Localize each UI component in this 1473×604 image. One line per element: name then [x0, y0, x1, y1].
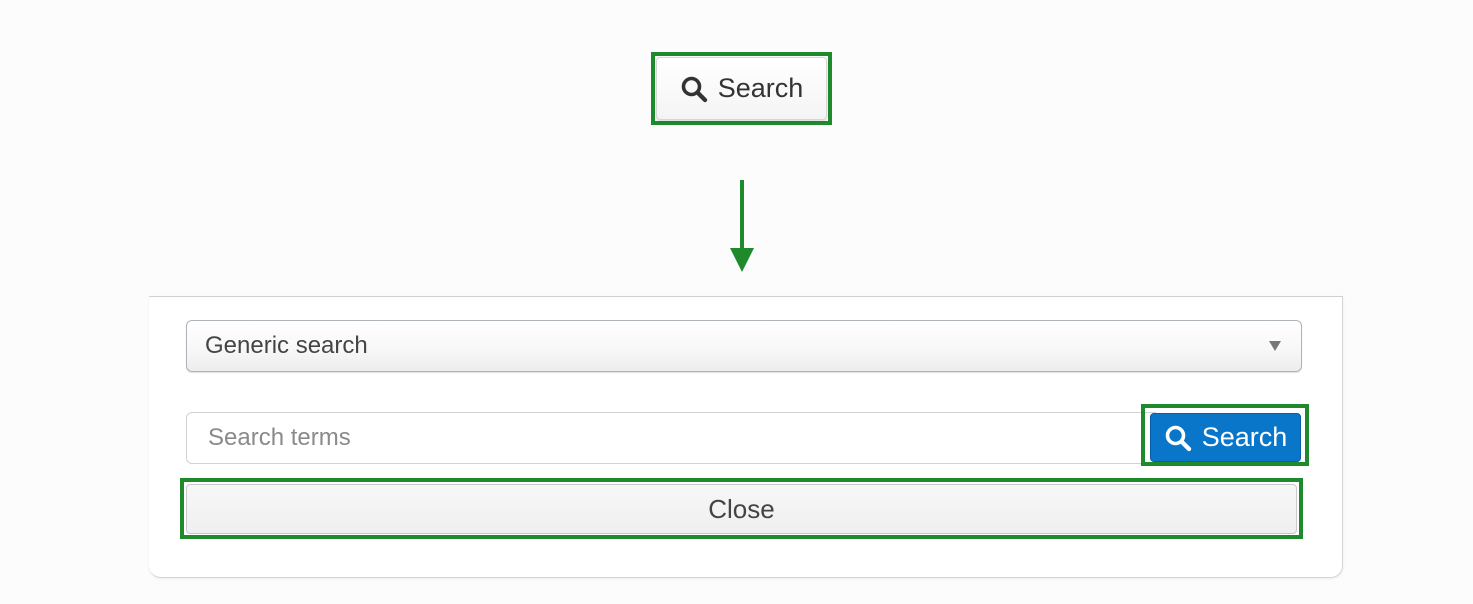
search-type-selected-value: Generic search — [205, 332, 368, 359]
search-type-select[interactable]: Generic search — [186, 320, 1302, 372]
search-submit-label: Search — [1201, 422, 1288, 452]
caret-down-icon — [1269, 341, 1281, 351]
close-button-label: Close — [708, 493, 775, 524]
search-icon — [1165, 425, 1191, 451]
search-icon — [681, 76, 707, 102]
close-button-highlight-box — [180, 478, 1303, 539]
open-search-button[interactable]: Search — [656, 57, 827, 120]
search-terms-input[interactable] — [186, 412, 1156, 464]
search-submit-button[interactable]: Search — [1150, 413, 1301, 462]
down-arrow-icon — [730, 180, 754, 272]
close-button[interactable]: Close — [186, 484, 1297, 534]
search-button-highlight-box — [1141, 404, 1309, 466]
trigger-highlight-box — [651, 52, 832, 125]
open-search-button-label: Search — [717, 73, 804, 103]
